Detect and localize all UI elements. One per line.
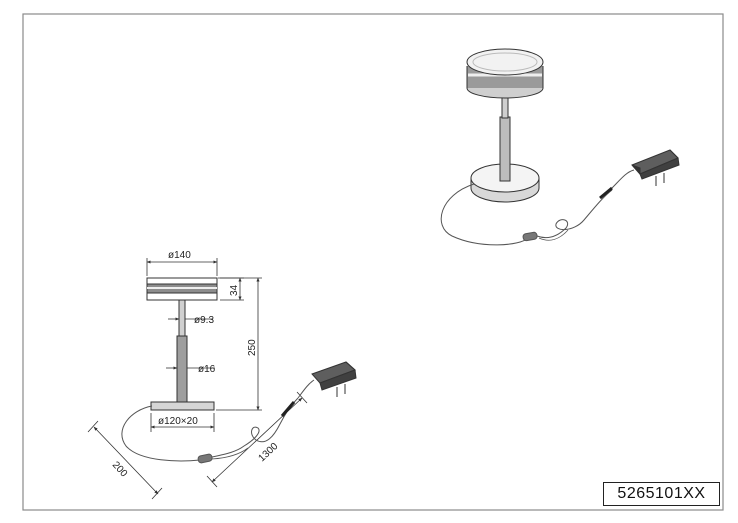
drawing-frame <box>22 13 724 511</box>
perspective-head-top <box>466 48 544 76</box>
dim-base: ø120×20 <box>158 416 198 427</box>
ortho-lamp <box>146 277 218 411</box>
perspective-cable <box>440 169 635 246</box>
dim-total-height: 250 <box>247 339 258 356</box>
ortho-upper-rod <box>178 299 186 337</box>
dim-upper-rod: ø9.3 <box>194 315 214 326</box>
perspective-lower-rod <box>499 116 511 182</box>
ortho-base <box>150 401 215 411</box>
product-code: 5265101XX <box>603 482 720 506</box>
perspective-adapter <box>631 149 680 186</box>
perspective-lamp <box>466 48 544 203</box>
dim-cable-length: 1300 <box>257 441 281 465</box>
dim-cable-to-switch: 200 <box>110 460 130 480</box>
perspective-inline-switch <box>522 231 538 242</box>
dim-lower-rod: ø16 <box>198 364 216 375</box>
ortho-cable <box>121 379 315 464</box>
dim-head-height: 34 <box>229 284 240 296</box>
ortho-lower-rod <box>176 335 188 403</box>
dim-head-diameter: ø140 <box>168 250 191 261</box>
ortho-inline-switch <box>197 453 213 464</box>
ortho-adapter <box>311 361 357 397</box>
